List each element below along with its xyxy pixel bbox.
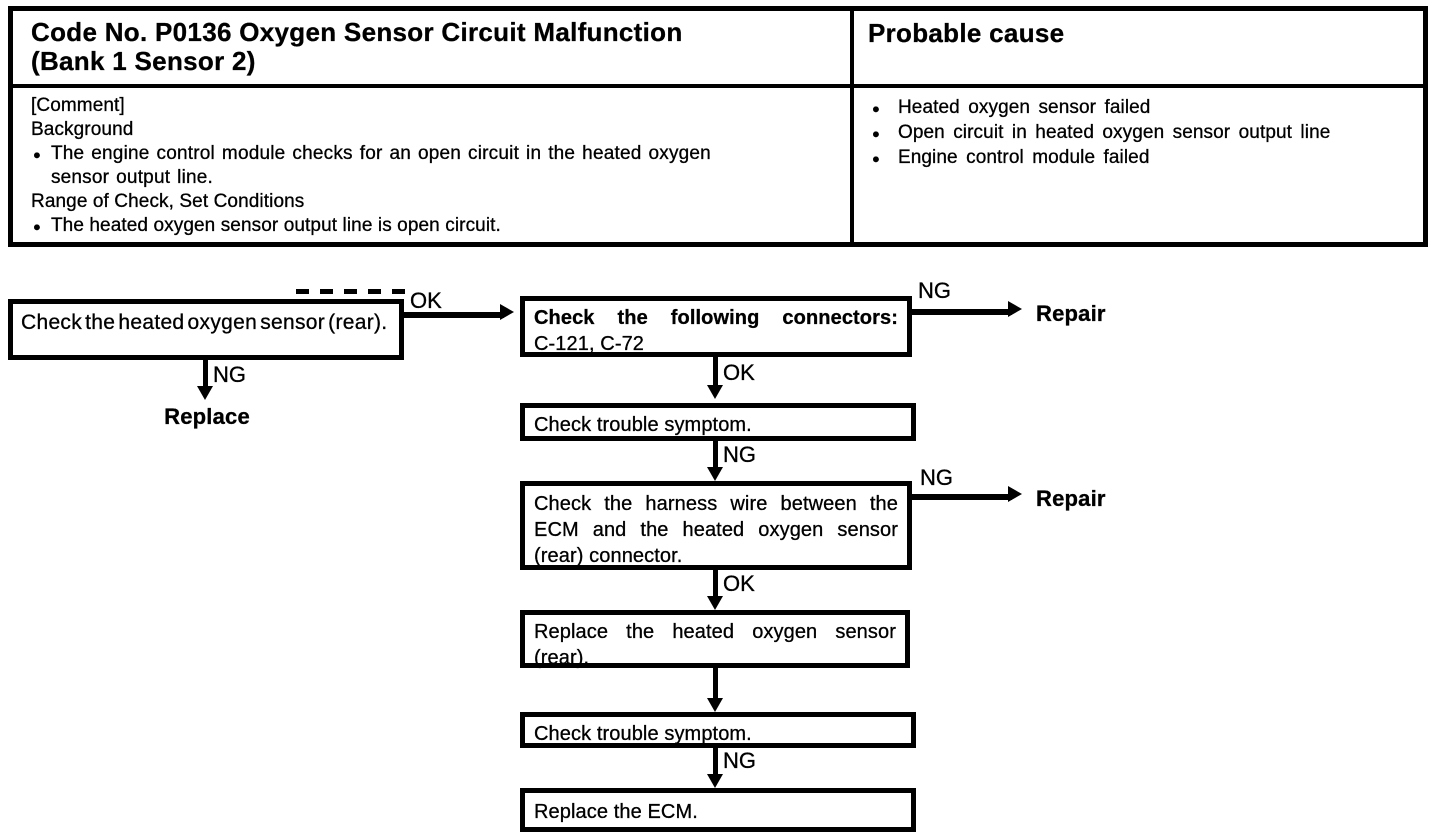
repair-action: Repair	[1036, 301, 1106, 326]
ng-arrowhead-icon	[707, 467, 723, 481]
comment-label: [Comment]	[31, 95, 125, 116]
dtc-title: Code No. P0136 Oxygen Sensor Circuit Mal…	[13, 11, 850, 88]
repair-action: Repair	[1036, 486, 1106, 511]
probable-cause-list: Heated oxygen sensor failed Open circuit…	[850, 88, 1423, 242]
ng-label: NG	[723, 442, 756, 467]
probable-cause-text: Engine control module failed	[897, 147, 1150, 168]
background-label: Background	[31, 119, 134, 140]
ng-arrowhead-icon	[197, 386, 213, 400]
flow-box-check-harness: Check the harness wire between the ECM a…	[520, 481, 912, 570]
arrowhead-icon	[707, 698, 723, 712]
replace-sensor-line1: Replace the heated oxygen sensor	[534, 621, 896, 643]
ok-arrowhead-icon	[707, 596, 723, 610]
flow-box-replace-sensor: Replace the heated oxygen sensor (rear).	[520, 610, 910, 669]
ng-arrow-line	[912, 494, 1012, 500]
ok-arrow-line	[713, 357, 718, 387]
ng-arrow-line	[912, 309, 1012, 315]
bullet-icon	[33, 142, 41, 167]
check-connectors-line1: Check the following connectors:	[534, 307, 898, 329]
range-of-check-label: Range of Check, Set Conditions	[31, 191, 305, 212]
probable-cause-item: Engine control module failed	[868, 146, 1413, 171]
dtc-title-line1: Code No. P0136 Oxygen Sensor Circuit Mal…	[31, 17, 683, 47]
probable-cause-header: Probable cause	[850, 11, 1423, 88]
dtc-header-table: Code No. P0136 Oxygen Sensor Circuit Mal…	[8, 6, 1428, 247]
check-harness-line3: (rear) connector.	[534, 545, 683, 567]
ok-arrow-line	[404, 312, 504, 318]
probable-cause-item: Open circuit in heated oxygen sensor out…	[868, 121, 1413, 146]
ng-label: NG	[918, 278, 951, 303]
ng-arrow-line	[713, 748, 718, 776]
ok-arrowhead-icon	[500, 304, 514, 320]
ng-arrow-line	[203, 360, 208, 388]
background-bullet-text: The engine control module checks for an …	[50, 143, 711, 188]
flow-box-check-symptom-1: Check trouble symptom.	[520, 403, 916, 441]
ng-label: NG	[723, 748, 756, 773]
ok-label: OK	[723, 571, 755, 596]
range-bullet-row: The heated oxygen sensor output line is …	[31, 214, 836, 239]
bullet-icon	[872, 96, 880, 121]
ok-arrow-line	[713, 570, 718, 598]
range-bullet-text: The heated oxygen sensor output line is …	[50, 215, 501, 236]
probable-cause-text: Open circuit in heated oxygen sensor out…	[897, 122, 1331, 143]
ng-arrowhead-icon	[1008, 301, 1022, 317]
comment-section: [Comment] Background The engine control …	[13, 88, 850, 242]
bullet-icon	[33, 214, 41, 239]
replace-action: Replace	[164, 404, 250, 429]
ng-arrow-line	[713, 441, 718, 469]
dtc-title-line2: (Bank 1 Sensor 2)	[31, 46, 256, 76]
arrow-line	[713, 668, 718, 700]
ng-arrowhead-icon	[1008, 486, 1022, 502]
scan-artifact	[296, 289, 406, 294]
probable-cause-item: Heated oxygen sensor failed	[868, 96, 1413, 121]
bullet-icon	[872, 121, 880, 146]
flow-box-check-sensor: Check the heated oxygen sensor (rear).	[8, 299, 404, 360]
check-harness-line2: ECM and the heated oxygen sensor	[534, 519, 898, 541]
flow-box-replace-ecm: Replace the ECM.	[520, 788, 916, 832]
ok-arrowhead-icon	[707, 385, 723, 399]
flow-box-check-symptom-2: Check trouble symptom.	[520, 712, 916, 748]
check-harness-line1: Check the harness wire between the	[534, 493, 898, 515]
flow-box-check-connectors: Check the following connectors: C-121, C…	[520, 296, 912, 357]
ng-label: NG	[920, 465, 953, 490]
check-connectors-line2: C-121, C-72	[534, 333, 645, 355]
ok-label: OK	[410, 288, 442, 313]
ng-label: NG	[213, 362, 246, 387]
background-bullet-row: The engine control module checks for an …	[31, 142, 836, 190]
ok-label: OK	[723, 360, 755, 385]
replace-sensor-line2: (rear).	[534, 647, 590, 669]
bullet-icon	[872, 146, 880, 171]
ng-arrowhead-icon	[707, 774, 723, 788]
probable-cause-text: Heated oxygen sensor failed	[897, 97, 1151, 118]
